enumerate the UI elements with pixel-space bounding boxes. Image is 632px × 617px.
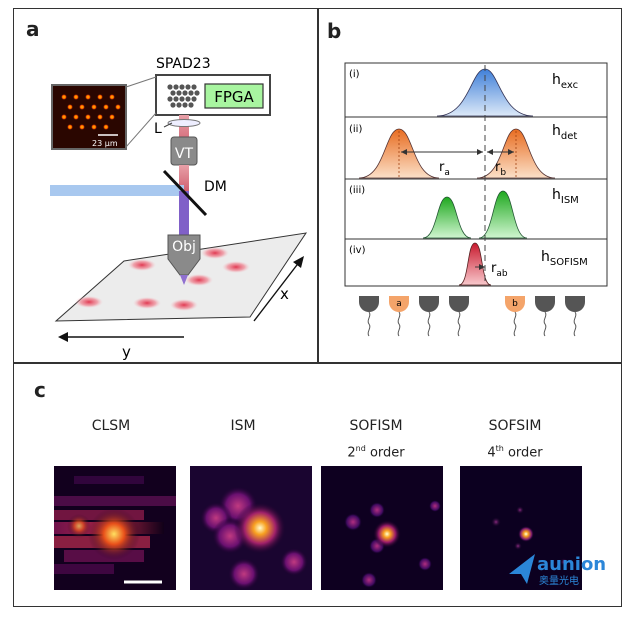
h-ism-curve-a [422,196,472,239]
detector-row [359,296,585,337]
laser-beam [50,185,184,196]
setup-diagram: FPGA SPAD23 23 µm L VT DM [50,56,308,361]
psf-diagram: (i) hexc (ii) hdet ra rb (iii) hISM (iv)… [344,62,608,337]
rb-label: rb [495,160,506,178]
h-ism-curve-b [478,190,528,239]
spad-array [167,84,200,108]
lens [167,119,201,127]
fpga-label: FPGA [214,88,254,106]
fpga-box [204,83,264,109]
dichroic-mirror [162,169,208,217]
dm-label: DM [204,179,227,195]
row-iv-label: (iv) [349,245,366,256]
sofsim-order: 4th order [487,444,543,461]
sofsim-title: SOFSIM [488,418,542,434]
ism-image [190,466,312,590]
emission-beam [179,115,189,147]
detector-a [389,296,409,312]
panel-c: c CLSM ISM SOFISM SOFSIM 2nd order 4th o… [13,363,622,607]
svg-text:奥量光电: 奥量光电 [539,574,579,587]
combined-beam [179,191,189,237]
clsm-image [54,466,176,590]
h-sofism-label: hSOFISM [541,249,588,268]
x-axis-label: x [280,285,289,303]
detector-b-label: b [512,299,518,309]
clsm-title: CLSM [91,418,131,434]
panel-a-label: a [26,17,40,41]
lens-label: L [154,121,162,137]
h-exc-label: hexc [552,72,578,91]
detector-a-label: a [396,299,402,309]
detector-b [505,296,525,312]
h-det-label: hdet [552,123,577,142]
obj-label: Obj [172,239,196,255]
spad-title: SPAD23 [156,56,211,72]
h-ism-label: hISM [552,187,579,206]
aunion-logo: aunion 奥量光电 [505,550,609,592]
ra-label: ra [439,160,450,178]
panel-b-label: b [327,19,342,43]
logo-mark-icon [509,554,535,584]
sofism-image [321,466,443,590]
ism-title: ISM [230,418,256,434]
sofism-title: SOFISM [349,418,403,434]
row-i-label: (i) [349,69,360,80]
h-det-curve-a [358,128,440,179]
row-iii-label: (iii) [349,185,365,196]
vt-label: VT [175,146,194,162]
panel-c-label: c [34,378,46,402]
h-sofism-curve [458,242,492,286]
inset-dots [61,94,121,130]
inset-scale-label: 23 µm [92,139,118,148]
panel-b: b (i) hexc (ii) hdet ra rb (iii) hISM [318,8,622,363]
sofism-order: 2nd order [347,444,405,461]
fluorescent-spots [75,247,250,311]
panel-a: a FPGA SPAD [13,8,318,363]
rab-label: rab [491,261,508,279]
h-det-curve-b [476,128,556,179]
svg-text:aunion: aunion [537,554,606,575]
row-ii-label: (ii) [349,124,362,135]
y-axis-label: y [122,343,131,361]
